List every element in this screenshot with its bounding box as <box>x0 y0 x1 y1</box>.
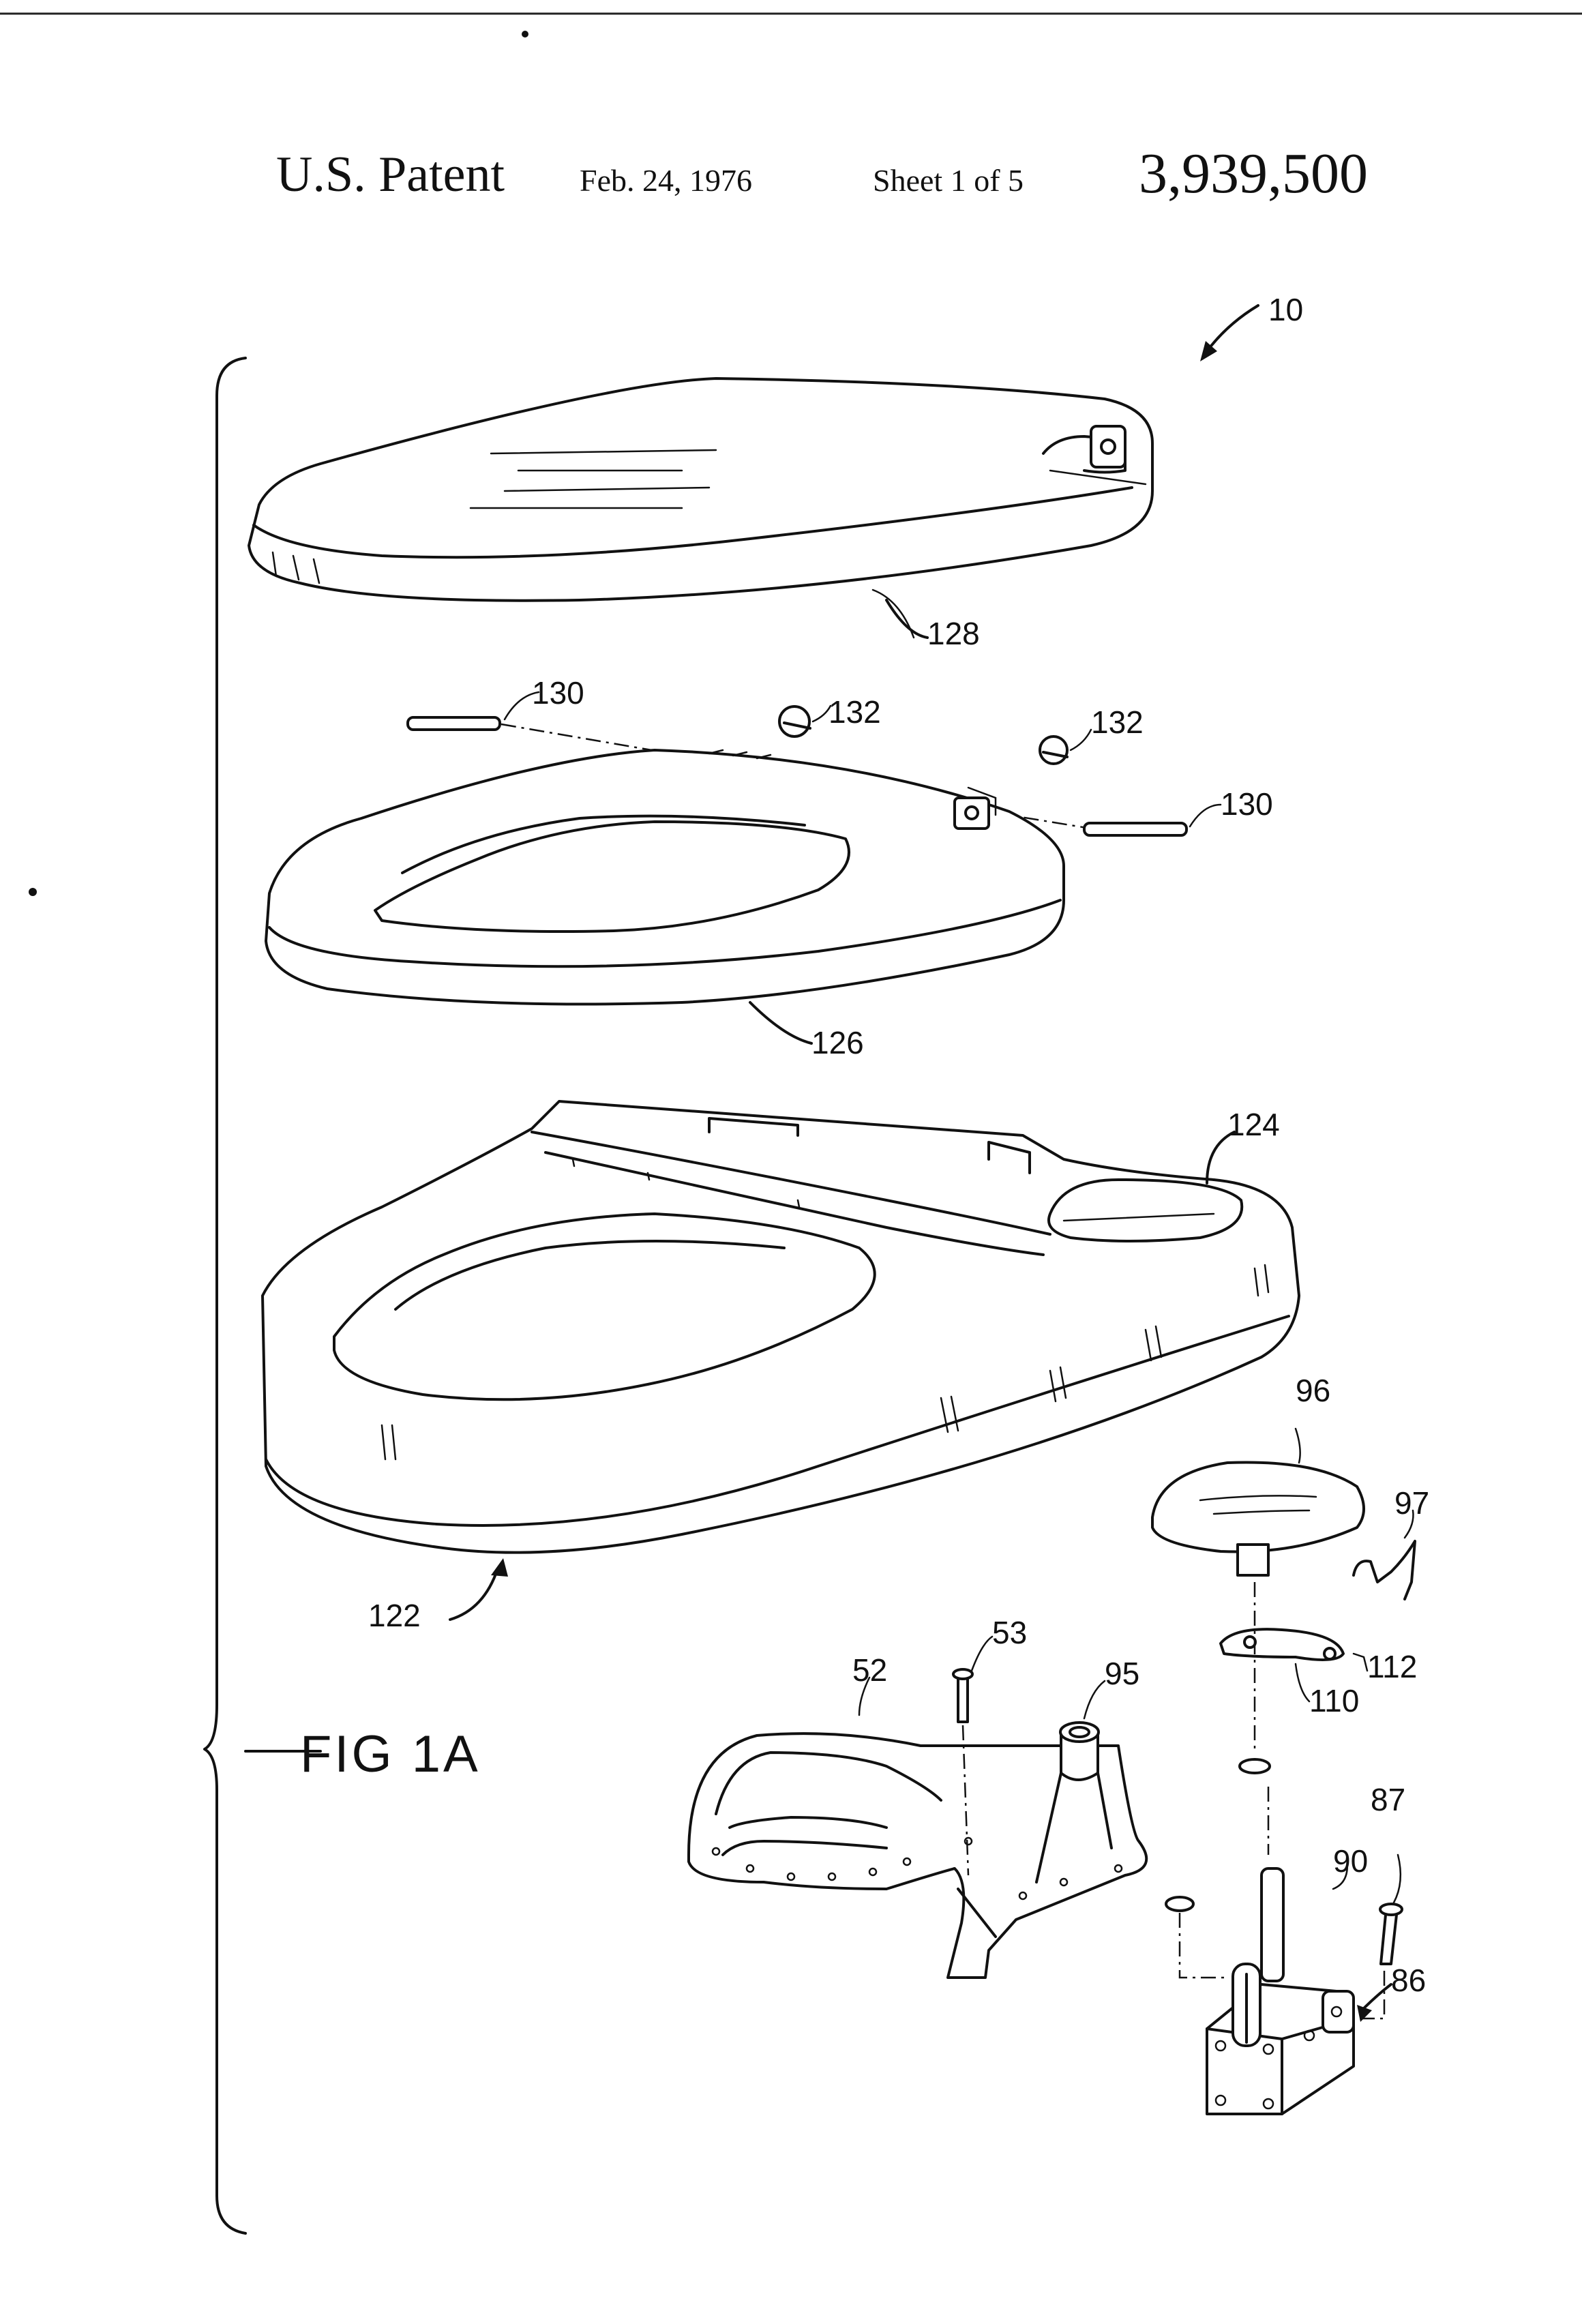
seat-126 <box>265 749 1065 1006</box>
washer-left-axis <box>1178 1913 1227 1979</box>
ref-122: 122 <box>368 1598 421 1633</box>
reference-numerals: 10 128 130 132 132 130 126 124 96 97 122… <box>368 292 1429 1998</box>
ref-124: 124 <box>1227 1107 1280 1142</box>
figure-label-group: FIG 1A <box>244 1725 481 1783</box>
sheet-number: Sheet 1 of 5 <box>873 163 1024 198</box>
lid-128 <box>248 377 1154 639</box>
screw-53 <box>952 1635 994 1876</box>
ref-86: 86 <box>1391 1963 1426 1998</box>
ref-110: 110 <box>1309 1683 1359 1718</box>
ref-10-leader <box>1200 304 1259 361</box>
ref-97: 97 <box>1394 1485 1429 1521</box>
ref-128: 128 <box>927 616 980 651</box>
ref-10: 10 <box>1268 292 1303 327</box>
figure-brace <box>203 357 247 2235</box>
ref-126-leader <box>749 1001 813 1045</box>
patent-date: Feb. 24, 1976 <box>580 163 752 198</box>
patent-number: 3,939,500 <box>1139 142 1368 205</box>
scan-speck-top <box>522 31 528 38</box>
ref-124-leader <box>1206 1131 1236 1185</box>
valve-86 <box>1206 1963 1392 2115</box>
knob-96 <box>1151 1427 1365 1577</box>
ref-112: 112 <box>1367 1649 1417 1684</box>
ref-132-left: 132 <box>829 694 881 730</box>
ref-130-right: 130 <box>1221 786 1273 822</box>
ref-52: 52 <box>852 1652 887 1688</box>
scan-speck-left <box>29 888 37 896</box>
bracket-52 <box>687 1676 1148 1979</box>
ref-128-leader <box>885 599 929 639</box>
ref-126: 126 <box>811 1025 864 1060</box>
ref-53: 53 <box>992 1615 1027 1650</box>
spring-97 <box>1352 1540 1416 1600</box>
ref-95: 95 <box>1105 1656 1139 1691</box>
ref-130-left: 130 <box>532 675 584 711</box>
ref-132-right: 132 <box>1091 704 1144 740</box>
shaft-90 <box>1238 1582 1349 1982</box>
ref-96: 96 <box>1296 1373 1330 1408</box>
base-122 <box>261 1100 1300 1554</box>
washer-left <box>1165 1896 1195 1912</box>
patent-label: U.S. Patent <box>276 147 505 203</box>
page-header: U.S. Patent Feb. 24, 1976 Sheet 1 of 5 3… <box>276 142 1368 205</box>
ref-90: 90 <box>1333 1843 1368 1879</box>
figure-label: FIG 1A <box>300 1725 481 1783</box>
ref-97-leader <box>1403 1509 1414 1539</box>
ref-87: 87 <box>1371 1782 1405 1817</box>
ref-122-arrow <box>449 1558 508 1621</box>
